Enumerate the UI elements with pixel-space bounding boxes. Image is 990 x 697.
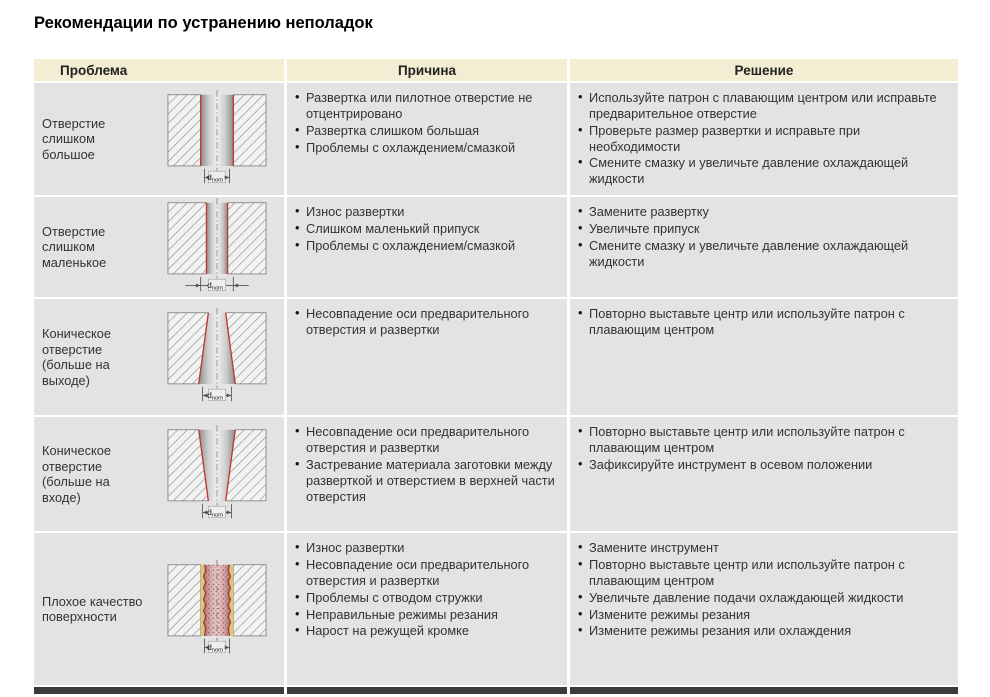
bullet-item: Слишком маленький припуск [293, 220, 557, 237]
dnom-dimension: dnom [204, 168, 230, 184]
dnom-label: dnom [207, 508, 223, 519]
hole-too-large-diagram: dnom [150, 89, 284, 189]
bullet-item: Увеличьте припуск [576, 220, 948, 237]
bullet-item: Износ развертки [293, 203, 557, 220]
cause-cell: Развертка или пилотное отверстие не отце… [287, 83, 567, 196]
header-solution: Решение [570, 59, 958, 81]
problem-label: Коническое отверстие (больше на входе) [42, 442, 111, 505]
problem-cell: Коническое отверстие (больше на входе) [34, 417, 284, 532]
problem-cell: Плохое качество поверхности [34, 533, 284, 686]
page-title: Рекомендации по устранению неполадок [34, 14, 373, 32]
troubleshooting-table: Проблема Причина Решение Отверстие слишк… [34, 59, 958, 695]
bullet-item: Смените смазку и увеличьте давление охла… [576, 154, 948, 187]
problem-label: Коническое отверстие (больше на выходе) [42, 325, 111, 388]
solution-list: Замените разверткуУвеличьте припускСмени… [570, 197, 958, 277]
table-row-tapered-larger-exit: Коническое отверстие (больше на выходе) [34, 299, 958, 416]
hole-too-small-svg: dnom [167, 198, 267, 292]
dnom-dimension: dnom [204, 638, 230, 654]
cause-cell: Износ разверткиСлишком маленький припуск… [287, 197, 567, 298]
bullet-item: Проблемы с отводом стружки [293, 589, 557, 606]
workpiece-cross-section [167, 425, 267, 506]
bullet-item: Зафиксируйте инструмент в осевом положен… [576, 456, 948, 473]
workpiece-cross-section [167, 90, 267, 171]
workpiece-cross-section [167, 308, 267, 389]
bullet-item: Используйте патрон с плавающим центром и… [576, 89, 948, 122]
bullet-item: Развертка слишком большая [293, 122, 557, 139]
tapered-hole-entry-svg: dnom [167, 425, 267, 519]
header-problem: Проблема [34, 59, 284, 81]
bullet-item: Несовпадение оси предварительного отверс… [293, 423, 557, 456]
table-header-row: Проблема Причина Решение [34, 59, 958, 81]
bottom-bar-cause [287, 687, 567, 695]
bottom-bar-solution [570, 687, 958, 695]
bullet-item: Замените развертку [576, 203, 948, 220]
table-row-tapered-larger-entry: Коническое отверстие (больше на входе) [34, 417, 958, 532]
dnom-dimension: dnom [185, 276, 249, 292]
bullet-item: Застревание материала заготовки между ра… [293, 456, 557, 505]
poor-surface-diagram: dnom [150, 559, 284, 659]
dnom-dimension: dnom [202, 386, 232, 402]
cause-list: Несовпадение оси предварительного отверс… [287, 417, 567, 512]
bullet-item: Нарост на режущей кромке [293, 622, 557, 639]
tapered-hole-exit-diagram: dnom [150, 307, 284, 407]
problem-cell: Отверстие слишком большое [34, 83, 284, 196]
problem-label: Плохое качество поверхности [42, 593, 143, 625]
table-row-hole-too-large: Отверстие слишком большое [34, 83, 958, 196]
dnom-label: dnom [207, 173, 223, 184]
poor-surface-svg: dnom [167, 560, 267, 654]
table-row-poor-surface: Плохое качество поверхности [34, 533, 958, 686]
bullet-item: Несовпадение оси предварительного отверс… [293, 305, 557, 338]
cause-list: Несовпадение оси предварительного отверс… [287, 299, 567, 346]
bullet-item: Повторно выставьте центр или используйте… [576, 556, 948, 589]
bullet-item: Проблемы с охлаждением/смазкой [293, 139, 557, 156]
solution-list: Повторно выставьте центр или используйте… [570, 417, 958, 481]
workpiece-cross-section [167, 560, 267, 641]
tapered-hole-entry-diagram: dnom [150, 424, 284, 524]
solution-cell: Используйте патрон с плавающим центром и… [570, 83, 958, 196]
solution-list: Используйте патрон с плавающим центром и… [570, 83, 958, 195]
solution-cell: Повторно выставьте центр или используйте… [570, 417, 958, 532]
solution-cell: Замените инструментПовторно выставьте це… [570, 533, 958, 686]
table-bottom-border [34, 687, 958, 695]
cause-cell: Износ разверткиНесовпадение оси предвари… [287, 533, 567, 686]
bottom-bar-problem [34, 687, 284, 695]
dnom-label: dnom [207, 391, 223, 402]
bullet-item: Измените режимы резания [576, 606, 948, 623]
bullet-item: Несовпадение оси предварительного отверс… [293, 556, 557, 589]
bullet-item: Проверьте размер развертки и исправьте п… [576, 122, 948, 155]
cause-list: Износ разверткиСлишком маленький припуск… [287, 197, 567, 262]
dnom-label: dnom [207, 643, 223, 654]
cause-list: Износ разверткиНесовпадение оси предвари… [287, 533, 567, 647]
problem-label: Отверстие слишком маленькое [42, 223, 107, 270]
solution-list: Замените инструментПовторно выставьте це… [570, 533, 958, 647]
problem-label: Отверстие слишком большое [42, 115, 106, 162]
bullet-item: Проблемы с охлаждением/смазкой [293, 237, 557, 254]
bullet-item: Измените режимы резания или охлаждения [576, 622, 948, 639]
bullet-item: Развертка или пилотное отверстие не отце… [293, 89, 557, 122]
cause-cell: Несовпадение оси предварительного отверс… [287, 299, 567, 416]
solution-cell: Замените разверткуУвеличьте припускСмени… [570, 197, 958, 298]
table-row-hole-too-small: Отверстие слишком маленькое [34, 197, 958, 298]
cause-cell: Несовпадение оси предварительного отверс… [287, 417, 567, 532]
bullet-item: Смените смазку и увеличьте давление охла… [576, 237, 948, 270]
problem-cell: Отверстие слишком маленькое [34, 197, 284, 298]
bullet-item: Износ развертки [293, 539, 557, 556]
dnom-dimension: dnom [202, 503, 232, 519]
bullet-item: Замените инструмент [576, 539, 948, 556]
tapered-hole-exit-svg: dnom [167, 308, 267, 402]
problem-cell: Коническое отверстие (больше на выходе) [34, 299, 284, 416]
hole-too-large-svg: dnom [167, 90, 267, 184]
workpiece-cross-section [167, 198, 267, 279]
solution-cell: Повторно выставьте центр или используйте… [570, 299, 958, 416]
bullet-item: Неправильные режимы резания [293, 606, 557, 623]
bullet-item: Повторно выставьте центр или используйте… [576, 305, 948, 338]
header-cause: Причина [287, 59, 567, 81]
hole-too-small-diagram: dnom [150, 197, 284, 297]
bullet-item: Увеличьте давление подачи охлаждающей жи… [576, 589, 948, 606]
dnom-label: dnom [207, 281, 223, 292]
solution-list: Повторно выставьте центр или используйте… [570, 299, 958, 346]
cause-list: Развертка или пилотное отверстие не отце… [287, 83, 567, 163]
bullet-item: Повторно выставьте центр или используйте… [576, 423, 948, 456]
